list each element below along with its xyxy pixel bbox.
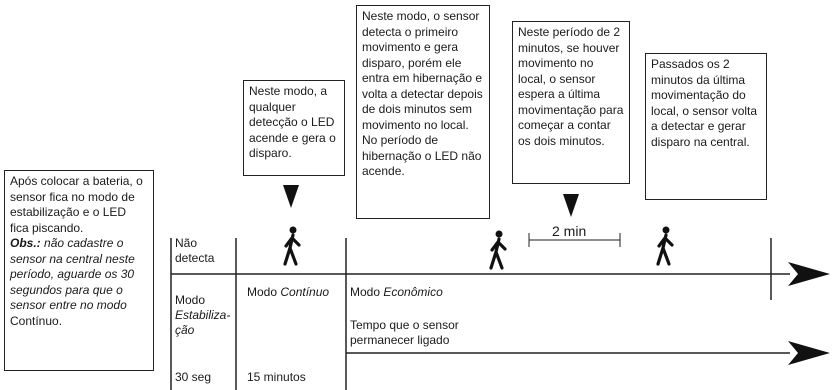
person-walking-icon xyxy=(656,226,674,266)
economic-mode-label: Modo Econômico xyxy=(350,285,443,300)
continuous-text: Neste modo, a qualquer detecção o LED ac… xyxy=(249,84,336,160)
person-walking-icon xyxy=(283,226,301,266)
stabilization-duration: 30 seg xyxy=(175,370,212,384)
continuous-duration: 15 minutos xyxy=(247,370,306,384)
person-walking-icon xyxy=(489,230,507,270)
economic-box: Neste modo, o sensor detecta o primeiro … xyxy=(356,5,490,219)
stabilization-word: Estabiliza-ção xyxy=(175,308,231,337)
obs-label: Obs.: xyxy=(10,236,41,250)
obs-end: Contínuo. xyxy=(10,313,63,328)
mode-word: Modo xyxy=(175,293,206,307)
time-arrowhead xyxy=(788,341,830,365)
stabilization-mode-label: Modo Estabiliza-ção xyxy=(175,293,233,338)
after-box: Passados os 2 minutos da última moviment… xyxy=(645,53,767,200)
two-minutes-text: Neste período de 2 minutos, se houver mo… xyxy=(518,25,624,148)
economic-text: Neste modo, o sensor detecta o primeiro … xyxy=(362,9,483,178)
after-text: Passados os 2 minutos da última moviment… xyxy=(651,57,758,149)
economic-prefix: Modo xyxy=(350,285,381,299)
arrow-down-icon xyxy=(563,194,579,217)
obs-text: não cadastre o sensor na central neste p… xyxy=(10,236,135,312)
detection-arrowhead xyxy=(788,262,830,286)
intro-text: Após colocar a bateria, o sensor fica no… xyxy=(10,174,143,235)
no-detect-label: Não detecta xyxy=(175,236,215,265)
time-on-label: Tempo que o sensor permanecer ligado xyxy=(350,318,459,347)
two-min-label: 2 min xyxy=(552,223,587,239)
continuous-box: Neste modo, a qualquer detecção o LED ac… xyxy=(243,80,345,176)
continuous-word: Contínuo xyxy=(280,285,330,299)
two-minutes-box: Neste período de 2 minutos, se houver mo… xyxy=(512,21,630,184)
continuous-prefix: Modo xyxy=(247,285,278,299)
continuous-mode-label: Modo Contínuo xyxy=(247,285,329,300)
arrow-down-icon xyxy=(283,185,299,208)
economic-word: Econômico xyxy=(383,285,443,299)
intro-box: Após colocar a bateria, o sensor fica no… xyxy=(4,170,154,371)
